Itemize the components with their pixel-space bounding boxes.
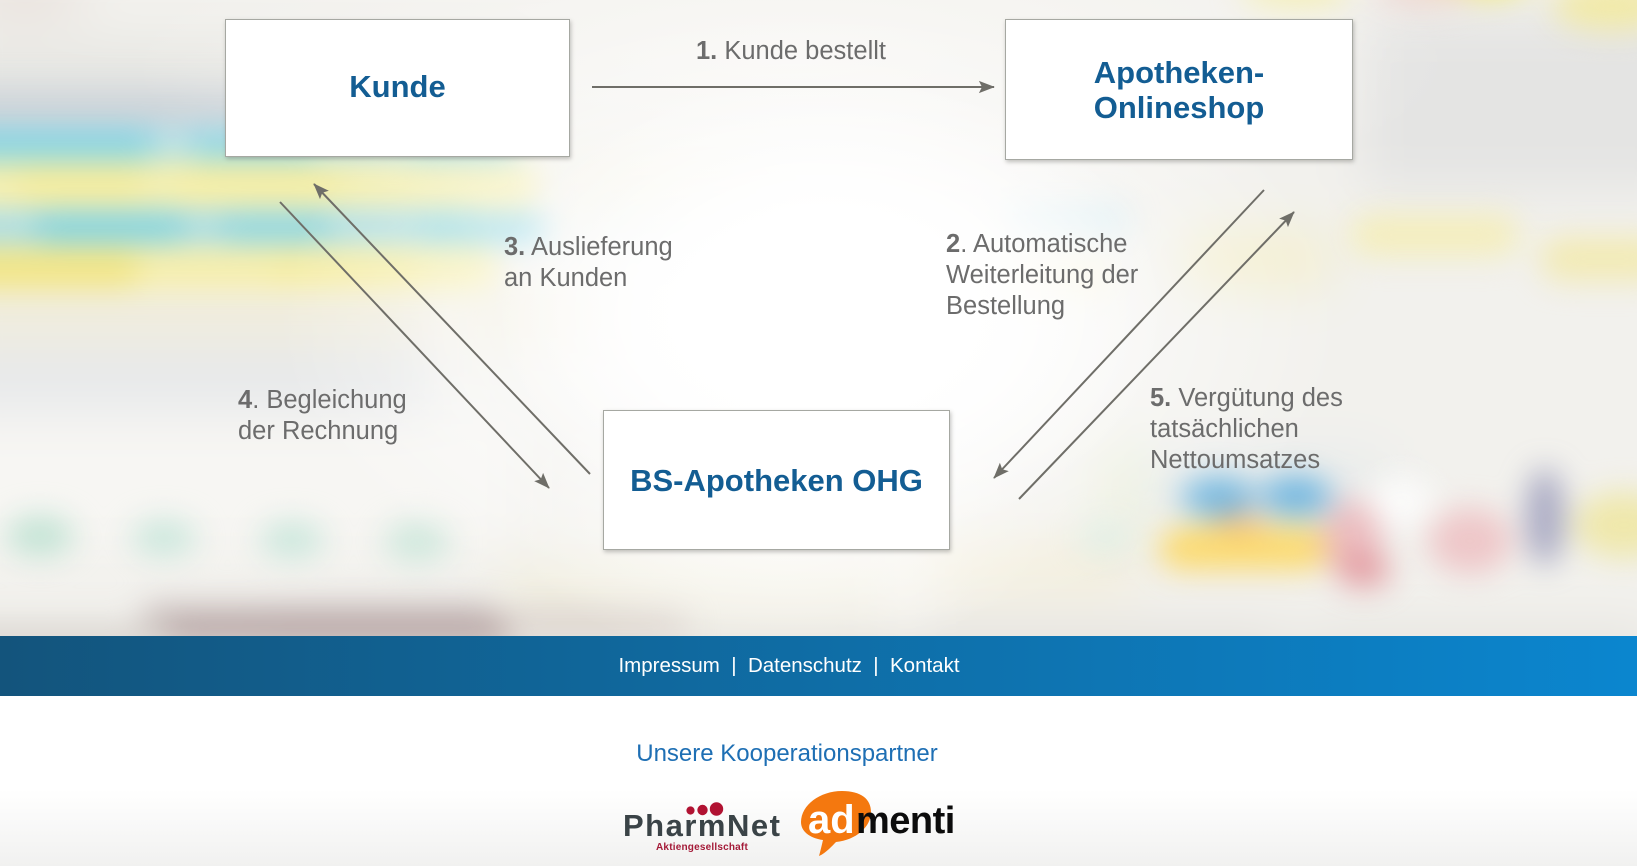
svg-text:ad: ad (808, 798, 855, 842)
svg-text:Aktiengesellschaft: Aktiengesellschaft (656, 842, 748, 853)
svg-text:menti: menti (856, 800, 955, 842)
